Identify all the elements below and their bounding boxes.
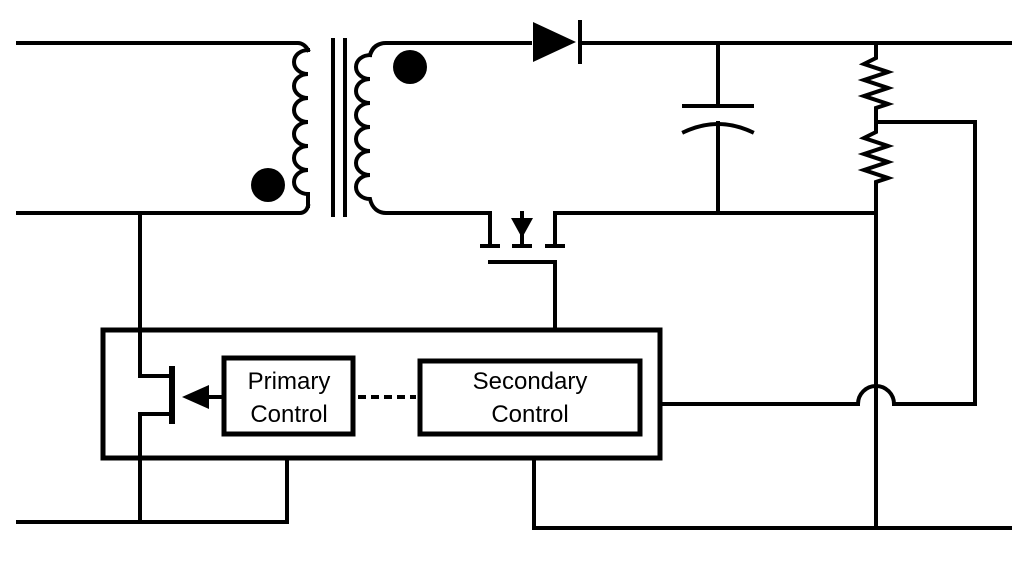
primary-control-block: Primary Control xyxy=(221,355,356,437)
secondary-control-label-1: Secondary xyxy=(473,368,588,395)
primary-control-label-2: Control xyxy=(250,401,327,428)
secondary-polarity-dot xyxy=(393,50,427,84)
secondary-winding xyxy=(354,41,532,215)
feedback-wire xyxy=(658,120,977,406)
primary-winding xyxy=(16,41,311,215)
primary-switch-mosfet xyxy=(138,211,224,524)
feedback-resistor-divider xyxy=(857,41,895,215)
controller-ic-package xyxy=(100,327,663,461)
output-diode xyxy=(533,20,582,64)
secondary-control-block: Secondary Control xyxy=(417,358,643,437)
primary-control-label-1: Primary xyxy=(248,368,331,395)
transformer-core xyxy=(331,38,347,217)
sync-rectifier-mosfet xyxy=(480,211,565,332)
primary-polarity-dot xyxy=(251,168,285,202)
output-capacitor xyxy=(681,41,755,215)
secondary-control-label-2: Control xyxy=(491,401,568,428)
